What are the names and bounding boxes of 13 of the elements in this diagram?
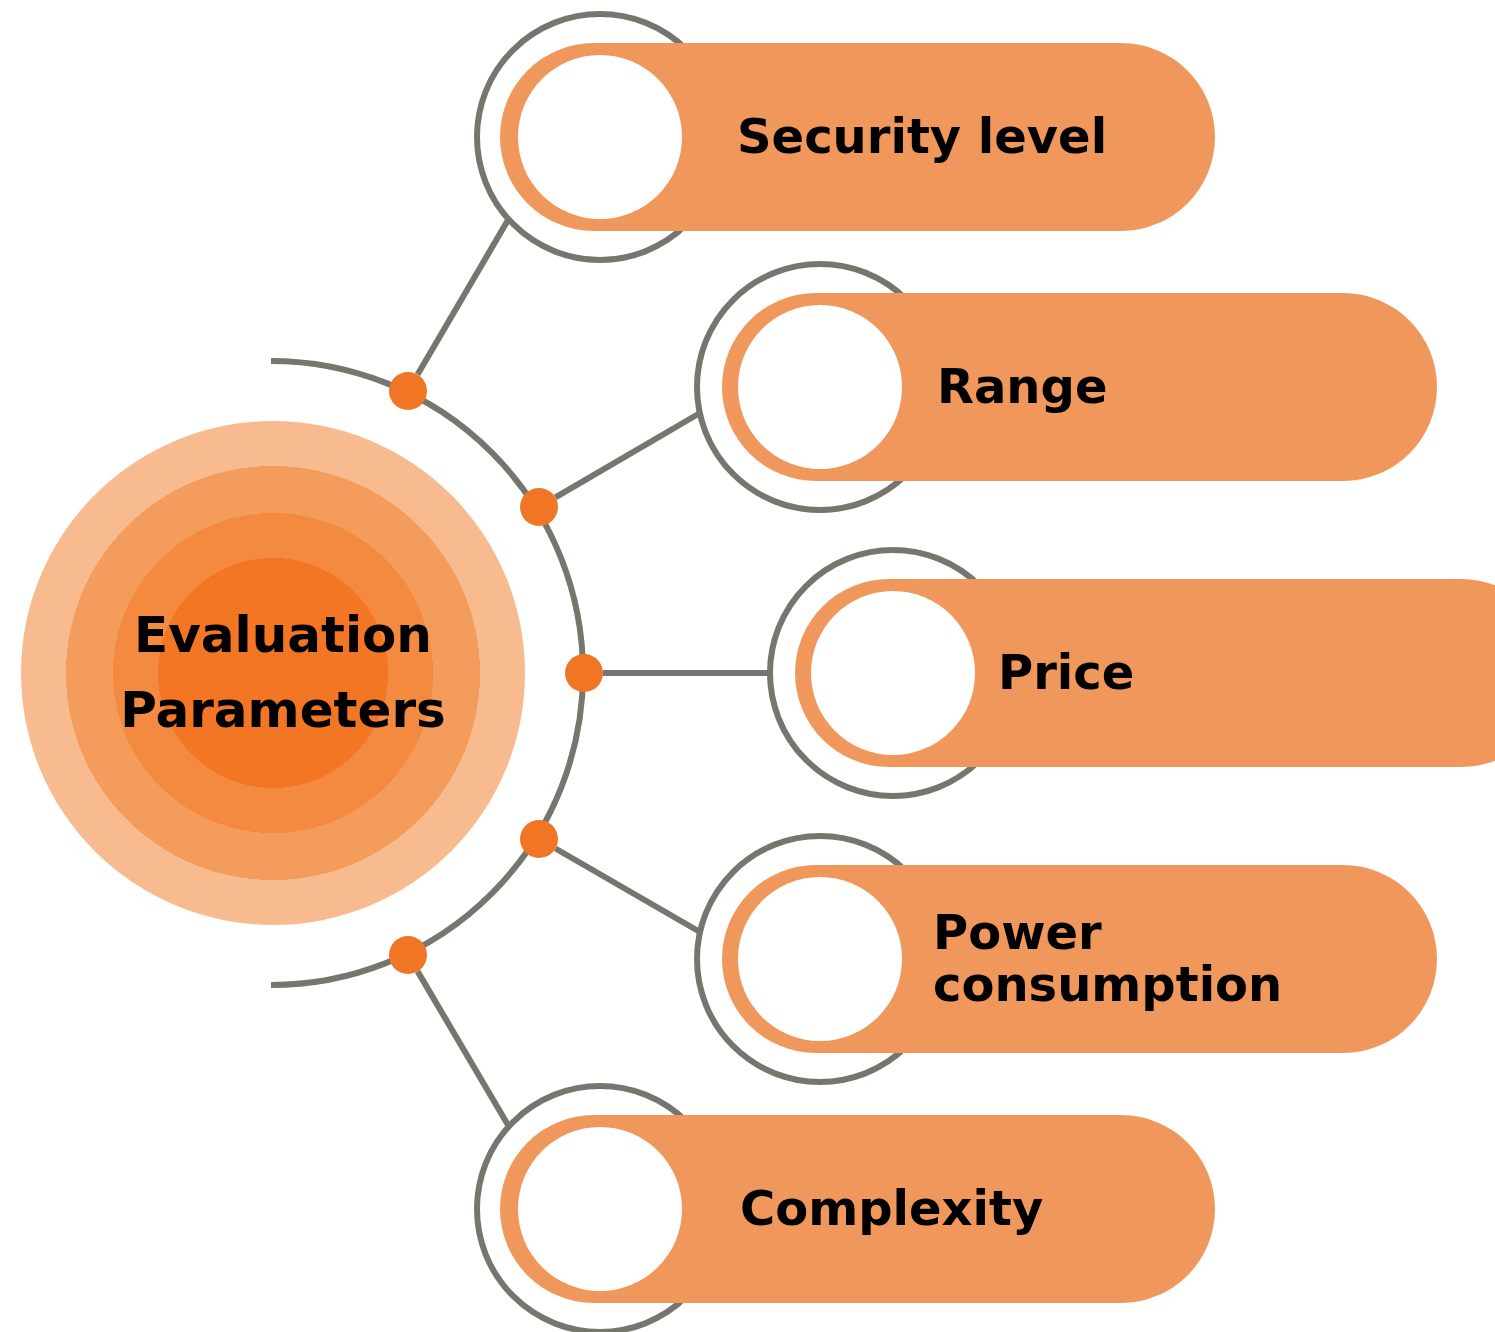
connector-dot xyxy=(389,372,427,410)
card-label: Power consumption xyxy=(933,907,1284,1011)
connector-dot xyxy=(565,654,603,692)
connector-line xyxy=(415,969,511,1127)
connector-dot xyxy=(520,488,558,526)
card-label: Range xyxy=(937,361,1109,413)
card-label: Security level xyxy=(737,111,1109,163)
connector-dot xyxy=(389,936,427,974)
connector-dot xyxy=(520,820,558,858)
center-label: Evaluation Parameters xyxy=(119,605,447,741)
connector-line xyxy=(415,218,511,377)
card-label: Complexity xyxy=(740,1183,1045,1235)
card-label: Price xyxy=(998,647,1136,699)
